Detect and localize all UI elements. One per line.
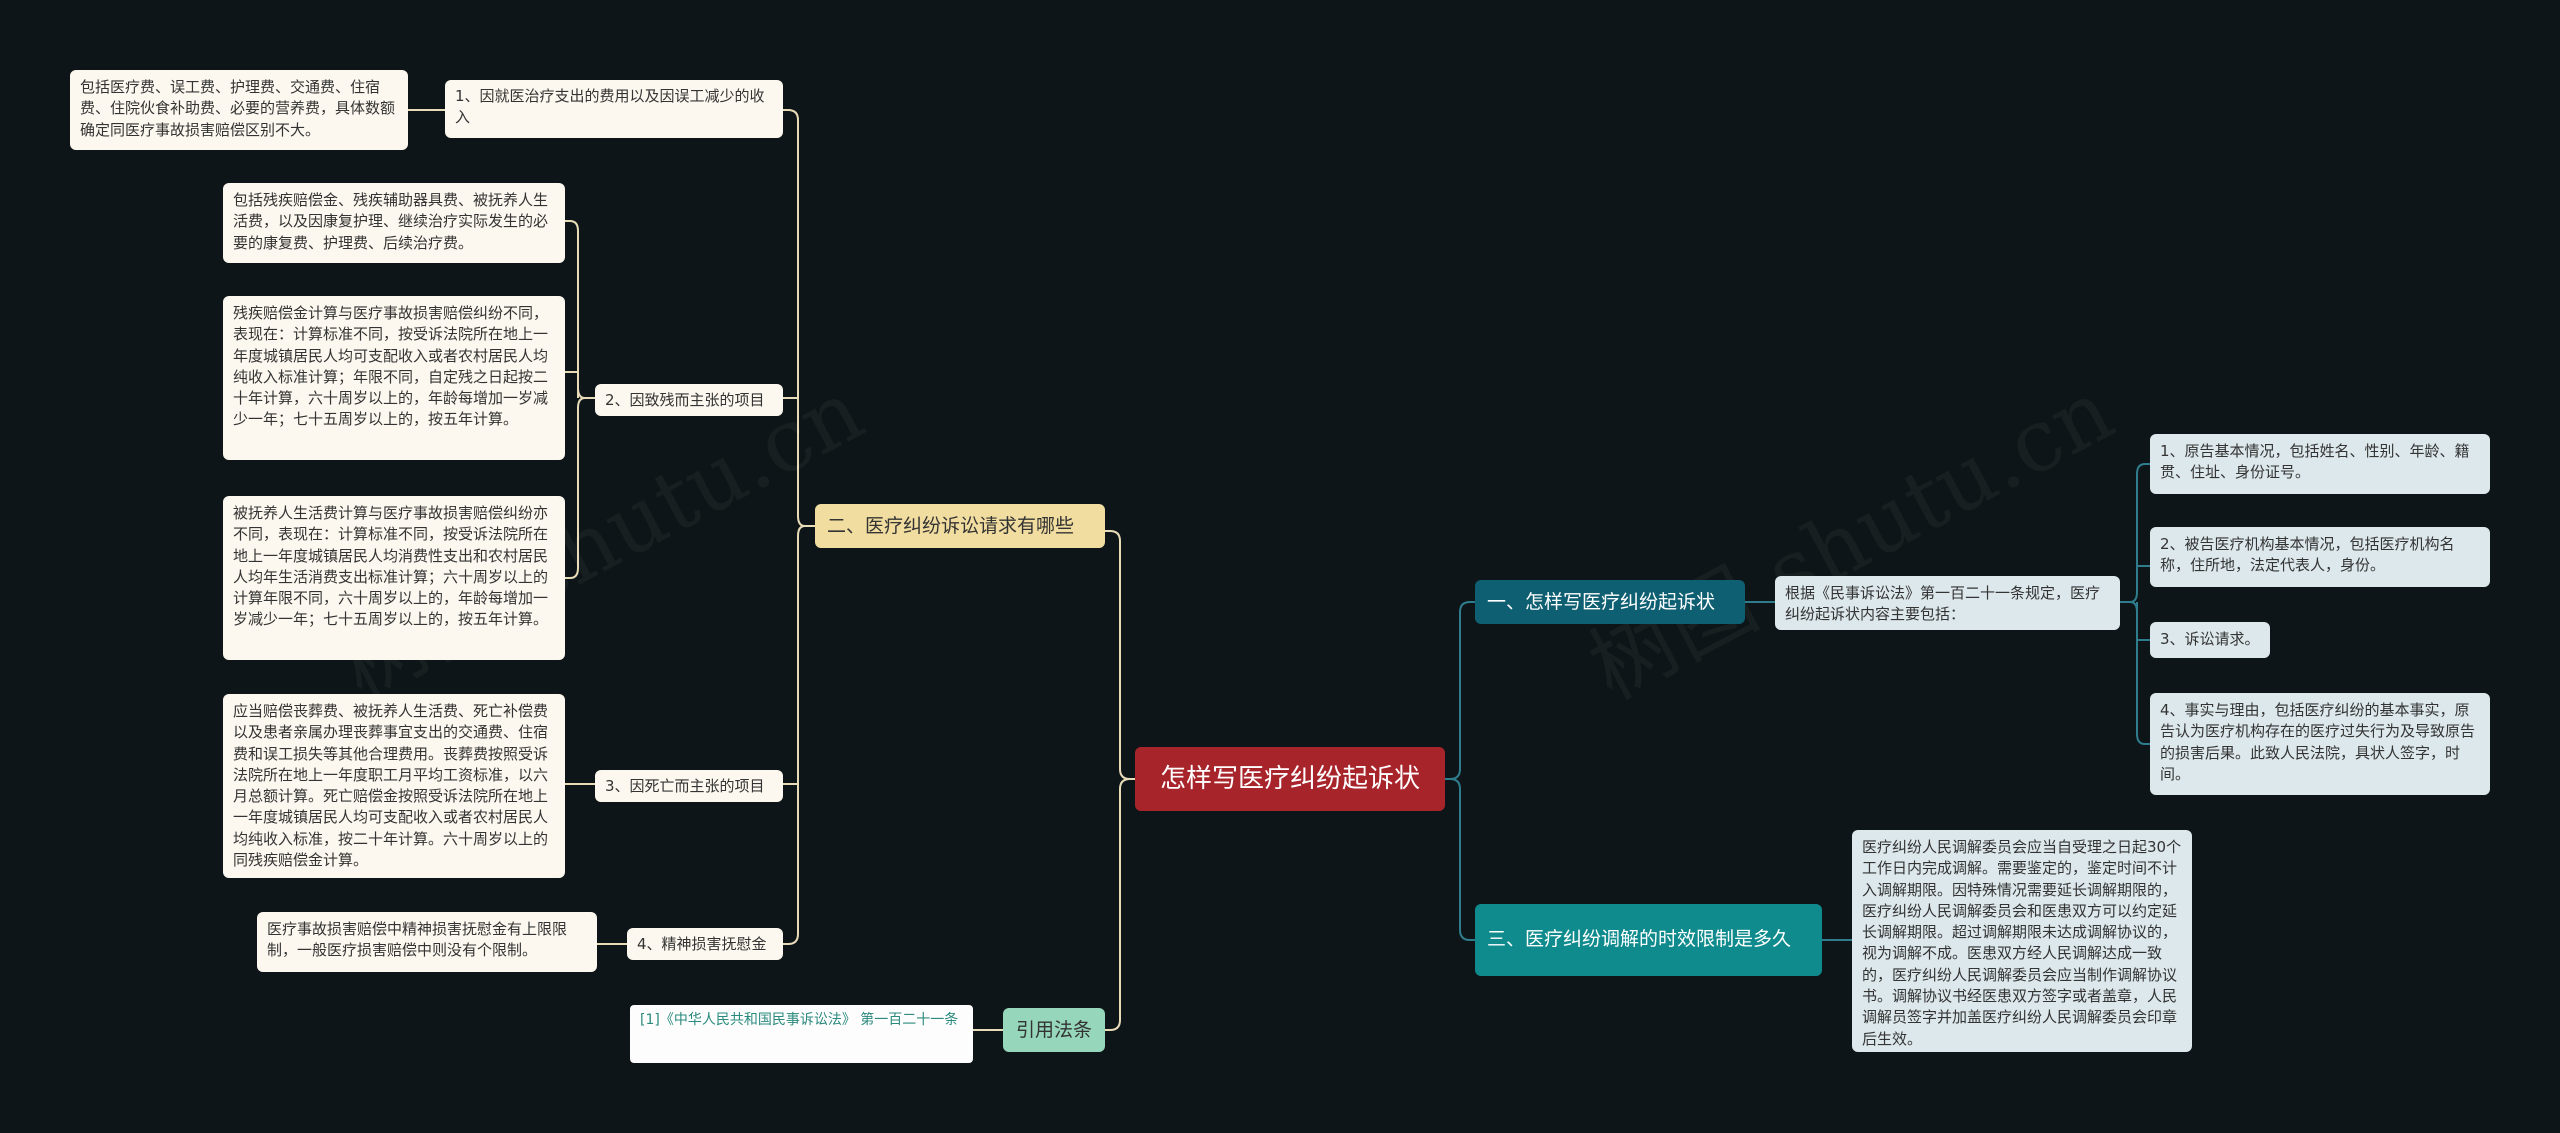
branch-litigation-claims[interactable]: 二、医疗纠纷诉讼请求有哪些: [815, 504, 1105, 548]
claim-item-3-detail[interactable]: 应当赔偿丧葬费、被抚养人生活费、死亡补偿费以及患者亲属办理丧葬事宜支出的交通费、…: [223, 694, 565, 878]
branch-how-to-write[interactable]: 一、怎样写医疗纠纷起诉状: [1475, 580, 1745, 624]
link-root-branch3: [1445, 778, 1475, 941]
claim-item-2-detail-3[interactable]: 被抚养人生活费计算与医疗事故损害赔偿纠纷亦不同，表现在：计算标准不同，按受诉法院…: [223, 496, 565, 660]
claim-item-4[interactable]: 4、精神损害抚慰金: [627, 928, 783, 960]
complaint-item-1[interactable]: 1、原告基本情况，包括姓名、性别、年龄、籍贯、住址、身份证号。: [2150, 434, 2490, 494]
mediation-time-limit-detail[interactable]: 医疗纠纷人民调解委员会应当自受理之日起30个工作日内完成调解。需要鉴定的，鉴定时…: [1852, 830, 2192, 1052]
link-root-citation: [1105, 778, 1135, 1031]
complaint-item-2[interactable]: 2、被告医疗机构基本情况，包括医疗机构名称，住所地，法定代表人，身份。: [2150, 527, 2490, 587]
complaint-item-3[interactable]: 3、诉讼请求。: [2150, 622, 2270, 658]
root-topic[interactable]: 怎样写医疗纠纷起诉状: [1135, 747, 1445, 811]
citation-reference[interactable]: [1]《中华人民共和国民事诉讼法》 第一百二十一条: [630, 1005, 973, 1063]
claim-item-1[interactable]: 1、因就医治疗支出的费用以及因误工减少的收入: [445, 80, 783, 138]
complaint-content-intro[interactable]: 根据《民事诉讼法》第一百二十一条规定，医疗纠纷起诉状内容主要包括：: [1775, 576, 2120, 630]
claim-item-2-detail-1[interactable]: 包括残疾赔偿金、残疾辅助器具费、被抚养人生活费，以及因康复护理、继续治疗实际发生…: [223, 183, 565, 263]
branch-citation[interactable]: 引用法条: [1003, 1008, 1105, 1052]
link-root-branch2: [1105, 530, 1135, 780]
claim-item-2[interactable]: 2、因致残而主张的项目: [595, 384, 783, 416]
link-root-branch1: [1445, 601, 1475, 780]
claim-item-3[interactable]: 3、因死亡而主张的项目: [595, 770, 783, 802]
claim-item-2-detail-2[interactable]: 残疾赔偿金计算与医疗事故损害赔偿纠纷不同，表现在：计算标准不同，按受诉法院所在地…: [223, 296, 565, 460]
claim-item-4-detail[interactable]: 医疗事故损害赔偿中精神损害抚慰金有上限限制，一般医疗损害赔偿中则没有个限制。: [257, 912, 597, 972]
branch-mediation-time-limit[interactable]: 三、医疗纠纷调解的时效限制是多久: [1475, 904, 1822, 976]
claim-item-1-detail[interactable]: 包括医疗费、误工费、护理费、交通费、住宿费、住院伙食补助费、必要的营养费，具体数…: [70, 70, 408, 150]
complaint-item-4[interactable]: 4、事实与理由，包括医疗纠纷的基本事实，原告认为医疗机构存在的医疗过失行为及导致…: [2150, 693, 2490, 795]
